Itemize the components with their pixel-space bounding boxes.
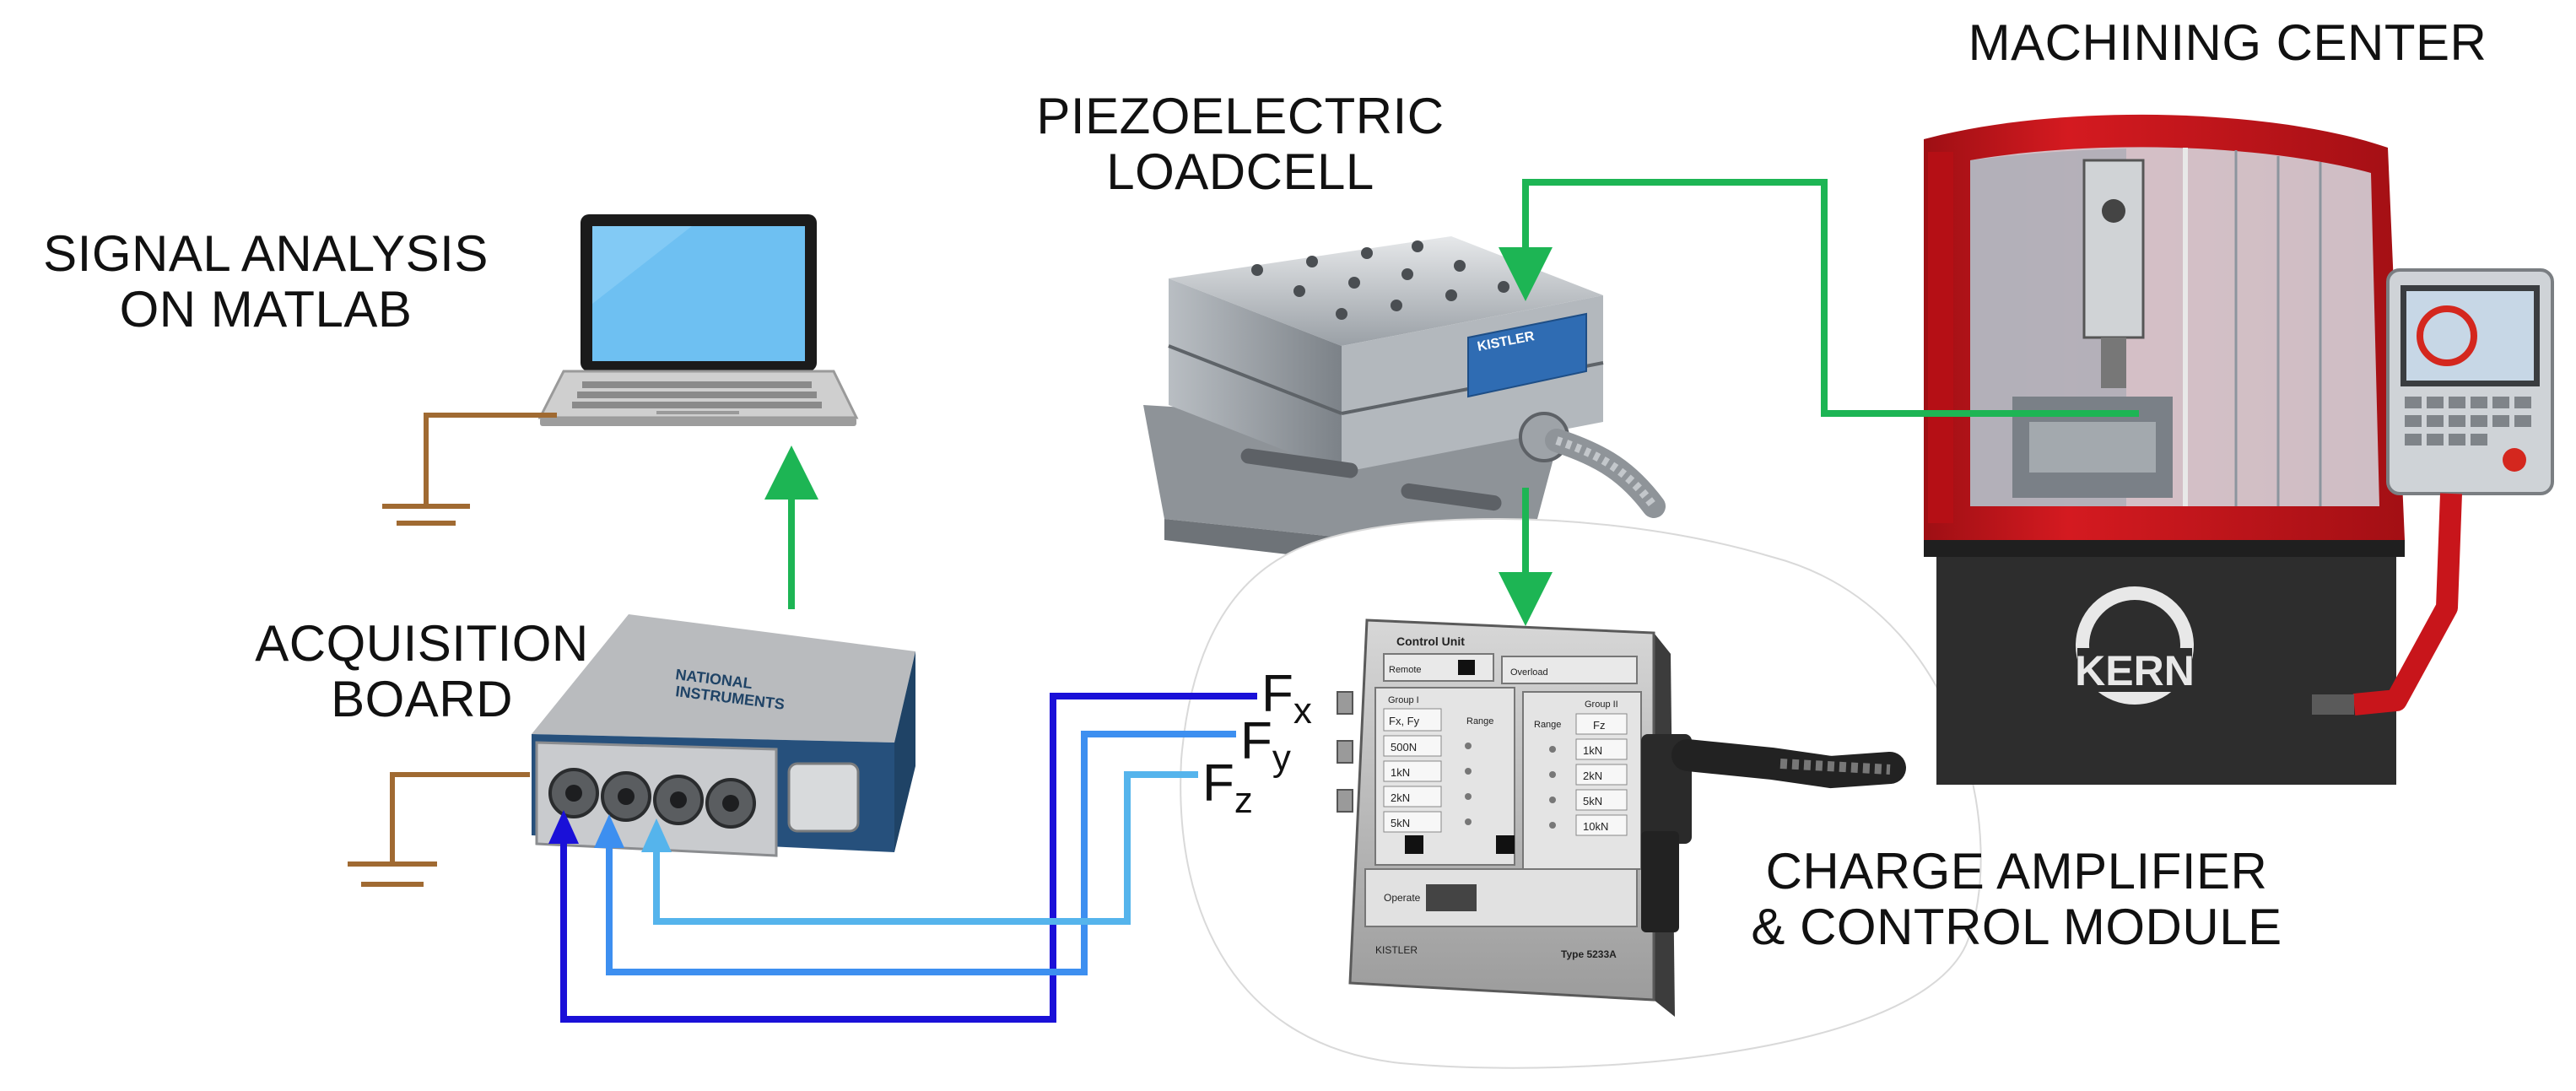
acquisition-board-line1: ACQUISITION [255,615,589,672]
charge-amplifier-line1: CHARGE AMPLIFIER [1765,843,2268,899]
group2-label: Group II [1585,699,1618,710]
machining-center-text: MACHINING CENTER [1968,14,2487,71]
range1-label: Range [1466,716,1493,726]
group1-label: Group I [1388,695,1419,705]
fz-label: Fz [1202,754,1253,822]
charge-amplifier-icon: Control Unit Remote Overload Group I Ran… [1180,518,1982,1069]
remote-label: Remote [1389,665,1422,675]
loadcell-line2: LOADCELL [1106,143,1374,200]
acquisition-board-line2: BOARD [331,671,513,727]
g1-range-1: 500N [1391,741,1417,753]
amplifier-type: Type 5233A [1561,948,1617,960]
g2-range-1: 1kN [1583,744,1602,757]
overload-label: Overload [1510,667,1548,678]
acquisition-board-label: ACQUISITION BOARD [228,616,616,727]
fxfy-range-label: Fx, Fy [1389,715,1420,727]
board-ground-icon [348,772,530,887]
g1-range-3: 2kN [1391,791,1410,804]
loadcell-label: PIEZOELECTRIC LOADCELL [979,89,1502,200]
signal-analysis-label: SIGNAL ANALYSIS ON MATLAB [13,226,519,338]
signal-analysis-line2: ON MATLAB [119,281,413,338]
control-unit-title: Control Unit [1396,635,1465,648]
g1-range-2: 1kN [1391,766,1410,779]
fy-arrowhead [594,814,624,848]
fy-signal-line [606,731,1236,975]
g2-range-3: 5kN [1583,795,1602,807]
g2-range-4: 10kN [1583,820,1608,833]
acquisition-board-icon: NATIONAL INSTRUMENTS [532,614,915,857]
g2-range-2: 2kN [1583,770,1602,782]
machining-center-icon: KERN [1924,114,2554,785]
charge-amplifier-label: CHARGE AMPLIFIER & CONTROL MODULE [1713,844,2320,955]
fy-label: Fy [1240,712,1291,780]
range2-label: Range [1534,720,1561,730]
amplifier-brand: KISTLER [1375,944,1418,956]
g1-range-4: 5kN [1391,817,1410,829]
signal-analysis-line1: SIGNAL ANALYSIS [43,225,489,282]
charge-amplifier-line2: & CONTROL MODULE [1751,899,2282,955]
kern-logo: KERN [2075,647,2195,694]
signal-arrowheads [548,810,672,852]
machine-to-loadcell-line [1499,179,2139,417]
fz-arrowhead [641,818,672,852]
operate-label: Operate [1384,892,1421,904]
fx-label: Fx [1261,665,1312,732]
laptop-icon [537,214,859,426]
fx-arrowhead [548,810,579,844]
fz-range-label: Fz [1593,719,1605,732]
fx-signal-line [560,693,1257,1023]
signal-cables [560,693,1257,1023]
green-connections [764,179,2139,626]
fz-signal-line [653,771,1198,925]
loadcell-line1: PIEZOELECTRIC [1036,88,1445,144]
laptop-ground-icon [382,413,557,526]
machining-center-label: MACHINING CENTER [1911,15,2544,71]
